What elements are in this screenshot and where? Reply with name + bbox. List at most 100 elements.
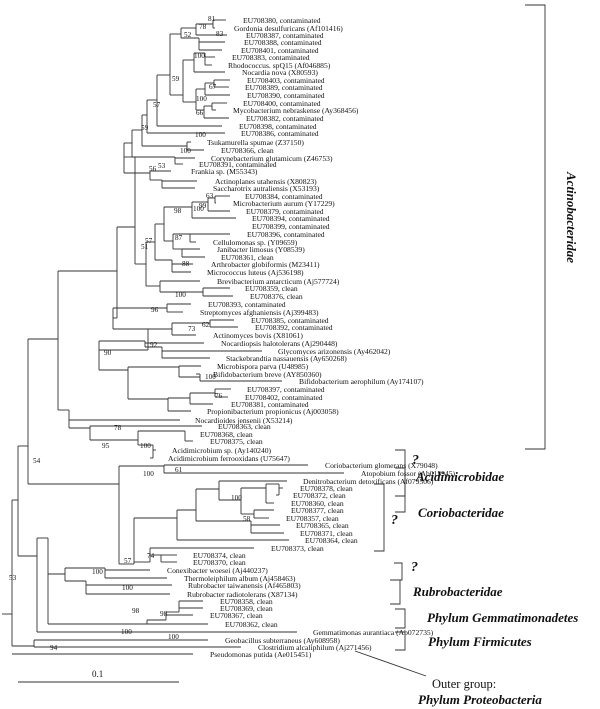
leaf-label: Acidimicrobium ferrooxidans (U75647)	[168, 454, 290, 463]
leaf-label: Arthrobacter globiformis (M23411)	[211, 260, 320, 269]
leaf-label: Clostridium alcaliphilum (Aj271456)	[258, 643, 372, 652]
clade-n	[156, 74, 222, 127]
clade-bi	[240, 487, 266, 515]
unknown-mark-2: ?	[391, 513, 398, 528]
bootstrap-value: 58	[243, 515, 251, 523]
clade-ay	[184, 431, 193, 442]
leaf-label: EU708382, contaminated	[246, 114, 324, 123]
leaf-label: EU708368, clean	[200, 430, 253, 439]
bootstrap-value: 74	[147, 552, 155, 560]
leaf-label: EU708375, clean	[210, 437, 263, 446]
clade-bu	[165, 611, 193, 620]
bootstrap-value: 100	[140, 442, 151, 450]
bootstrap-value: 98	[160, 610, 168, 618]
bootstrap-value: 100	[231, 494, 242, 502]
clade-au	[98, 340, 145, 371]
leaf-label: EU708369, clean	[220, 604, 273, 613]
bootstrap-value: 61	[175, 466, 183, 474]
bootstrap-value: 76	[215, 392, 223, 400]
clade-bz	[27, 338, 119, 485]
clade-ar	[189, 392, 215, 405]
unknown-bracket-1	[374, 483, 385, 552]
clade-bt	[178, 600, 203, 612]
clade-aj	[166, 303, 191, 313]
leaf-label: EU708384, contaminated	[245, 192, 323, 201]
clade-bq	[104, 568, 167, 579]
clade-f	[193, 52, 225, 73]
bootstrap-value: 99	[199, 202, 207, 210]
bootstrap-value: 100	[122, 584, 133, 592]
bootstrap-value: 56	[149, 165, 157, 173]
clade-az	[150, 445, 156, 459]
bootstrap-value: 90	[104, 349, 112, 357]
leaf-label: Microbacterium aurum (Y17229)	[233, 199, 335, 208]
leaf-label: Rhodococcus. spQ15 (Af046885)	[228, 61, 331, 70]
clade-bk	[250, 521, 284, 534]
clade-b	[195, 23, 227, 36]
leaf-label: Saccharotrix autraliensis (X53193)	[213, 184, 320, 193]
leaf-label: EU708387, contaminated	[246, 31, 324, 40]
clade-t	[161, 180, 197, 189]
bootstrap-value: 83	[216, 30, 224, 38]
bootstrap-value: 87	[175, 234, 183, 242]
unknown-mark-3: ?	[411, 560, 418, 575]
leaf-label: EU708360, clean	[291, 499, 344, 508]
clade-bf	[276, 484, 283, 496]
bootstrap-value: 53	[158, 162, 166, 170]
clade-bs	[64, 567, 105, 582]
group-label-actinobacteridae: Actinobacteridae	[564, 171, 579, 263]
leaf-label: Gemmatimonas aurantiaca (Ab072735)	[313, 628, 434, 637]
bracket	[394, 562, 403, 581]
leaf-label: Mycobacterium nebraskense (Ay368456)	[233, 106, 359, 115]
clade-bc	[68, 410, 180, 429]
leaf-label: Rubrobacter radiotolerans (X87134)	[187, 590, 298, 599]
bootstrap-value: 100	[196, 95, 207, 103]
clade-bv	[146, 619, 208, 625]
outgroup-label: Outer group:	[432, 677, 496, 691]
clade-am	[161, 347, 262, 359]
clade-bm	[176, 509, 289, 541]
clade-u	[149, 170, 171, 181]
leaf-label: Bifidobacterium aerophilum (Ay174107)	[299, 377, 424, 386]
leaf-label: EU708363, clean	[218, 422, 271, 431]
bootstrap-value: 57	[153, 101, 161, 109]
leaf-label: Nocardiopsis halotolerans (Aj290448)	[221, 339, 338, 348]
bootstrap-value: 66	[196, 109, 204, 117]
clade-ax	[113, 226, 135, 319]
clade-k	[195, 88, 205, 111]
bracket	[395, 608, 406, 629]
bootstrap-value: 100	[175, 291, 186, 299]
clade-at	[127, 366, 179, 400]
leaf-label: Coriobacterium glomerans (X79048)	[325, 461, 438, 470]
leaf-label: EU708393, contaminated	[208, 300, 286, 309]
leaf-label: Corynebacterium glutamicum (Z46753)	[211, 154, 333, 163]
leaf-label: Nocardia nova (X80593)	[242, 68, 318, 77]
leaf-label: EU708371, clean	[300, 529, 353, 538]
leaf-label: Nocardioides jensenii (X53214)	[195, 416, 293, 425]
group-label-coriobacteridae: Coriobacteridae	[418, 505, 504, 520]
leaf-label: EU708386, contaminated	[241, 129, 319, 138]
bootstrap-value: 100	[92, 568, 103, 576]
leaf-label: Propionibacterium propionicus (Aj003058)	[207, 407, 339, 416]
clade-g	[213, 79, 230, 88]
outgroup-annotation: Outer group: Phylum Proteobacteria	[418, 677, 542, 707]
leaf-label: Geobacillus subterraneus (Ay608958)	[225, 636, 340, 645]
bootstrap-value: 81	[208, 15, 216, 23]
bootstrap-value: 67	[209, 83, 217, 91]
clade-ao	[196, 373, 282, 382]
leaf-label: EU708372, clean	[293, 491, 346, 500]
bootstrap-value: 59	[141, 124, 149, 132]
leaf-label: EU708385, contaminated	[251, 316, 329, 325]
bootstrap-value: 78	[199, 23, 207, 31]
clade-m	[169, 33, 183, 96]
bootstrap-value: 73	[188, 325, 196, 333]
leaf-label: Streptomyces afghaniensis (Aj399483)	[200, 308, 319, 317]
bootstrap-value: 96	[151, 306, 159, 314]
leaf-label: Bifidobacterium breve (AY850360)	[213, 370, 322, 379]
gemmatimonadetes-bracket	[395, 608, 406, 629]
leaf-label: EU708378, clean	[300, 484, 353, 493]
bootstrap-value: 100	[143, 470, 154, 478]
clade-d	[180, 27, 199, 39]
outgroup-phylum: Phylum Proteobacteria	[418, 692, 542, 707]
leaf-label: EU708398, contaminated	[239, 122, 317, 131]
